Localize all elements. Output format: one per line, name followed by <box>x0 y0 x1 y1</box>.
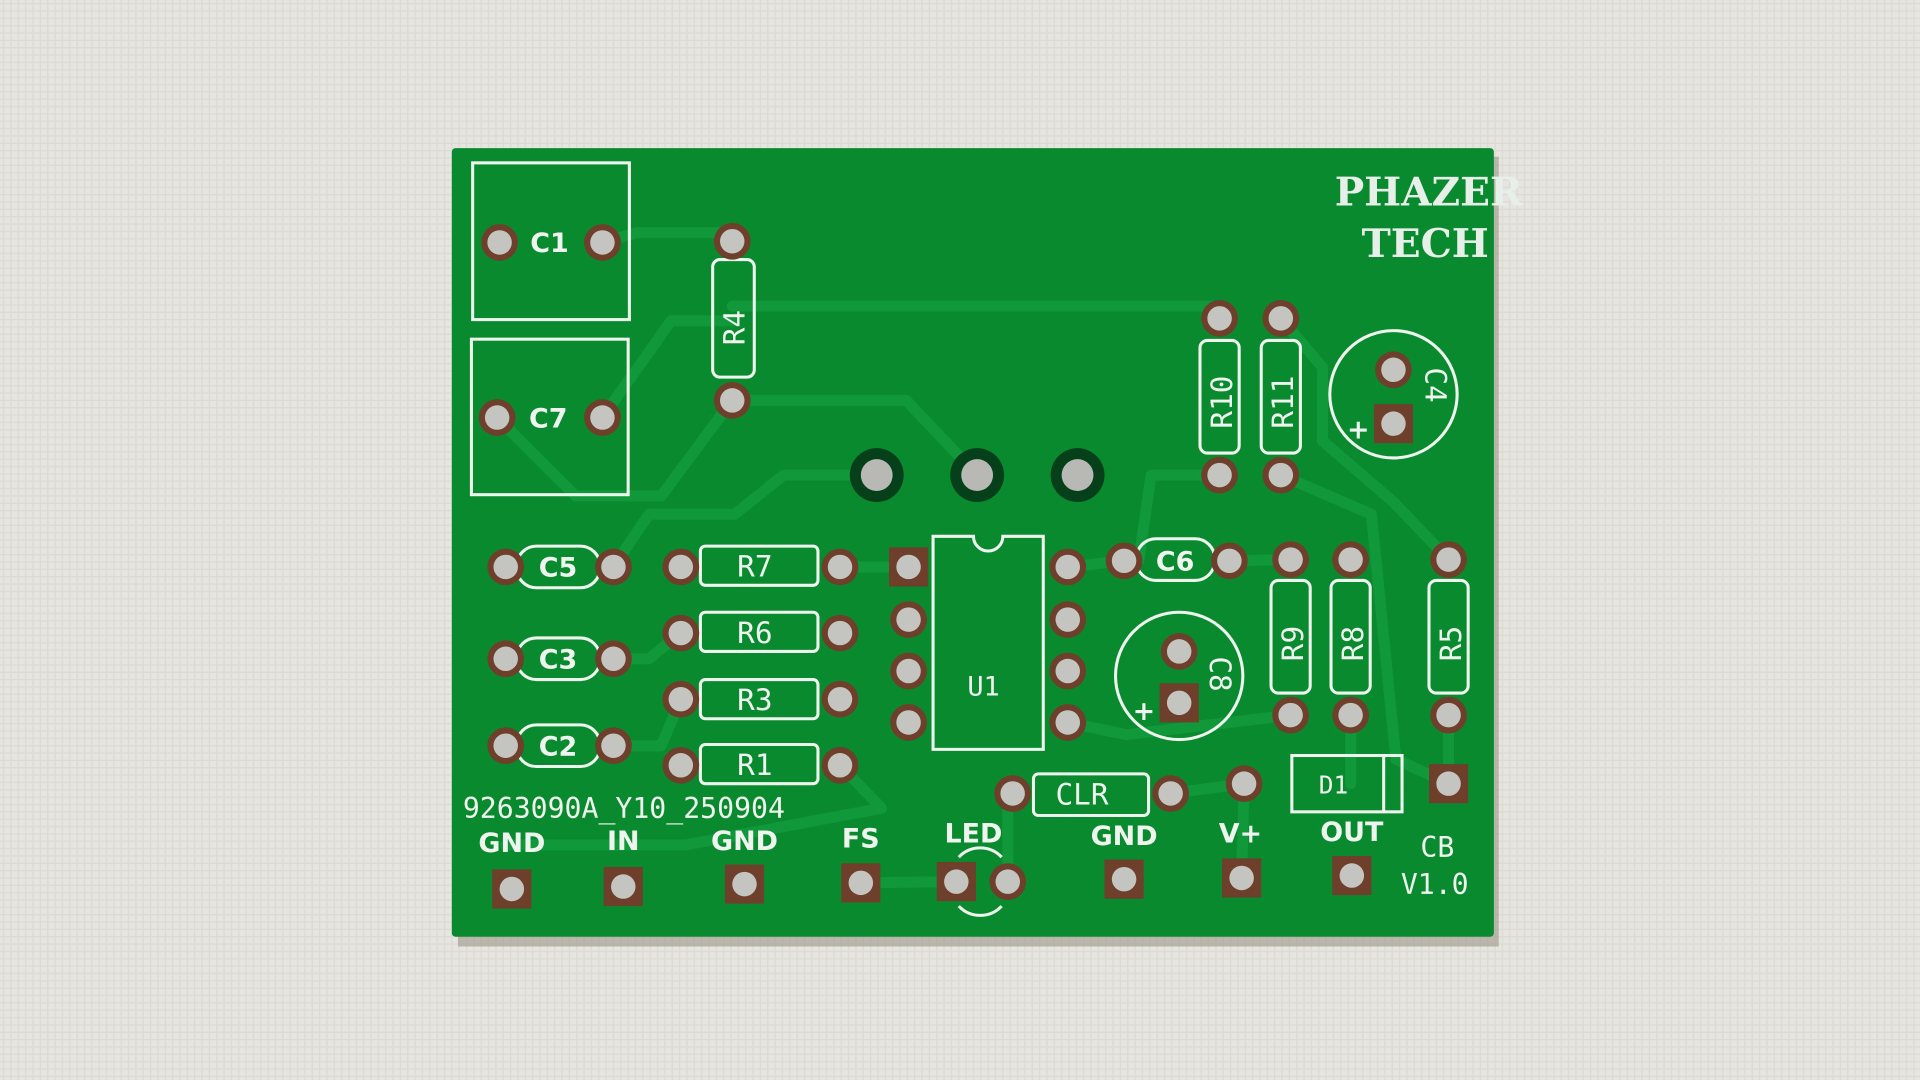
round-pad <box>1201 300 1238 337</box>
round-pad <box>1105 542 1143 580</box>
round-pad <box>1272 541 1309 578</box>
round-pad <box>487 727 525 765</box>
label-c1: C1 <box>530 228 568 259</box>
io-pad-label: OUT <box>1320 817 1384 848</box>
round-pad <box>713 222 751 260</box>
square-pad <box>1332 855 1372 896</box>
label-r3: R3 <box>737 683 772 717</box>
label-r11: R11 <box>1266 376 1300 429</box>
label-d1: D1 <box>1319 770 1348 799</box>
label-r4: R4 <box>717 310 751 345</box>
round-pad <box>890 704 927 741</box>
round-pad <box>1049 704 1087 741</box>
round-pad <box>713 382 751 419</box>
round-pad <box>1262 300 1300 337</box>
round-pad <box>1211 542 1248 580</box>
round-pad <box>1430 541 1467 578</box>
square-pad <box>1104 859 1144 899</box>
round-pad <box>595 640 632 678</box>
square-pad <box>936 862 976 902</box>
round-pad <box>890 652 927 690</box>
round-pad <box>1430 696 1467 734</box>
round-pad <box>1201 456 1238 494</box>
round-pad <box>662 614 700 652</box>
revision-line1: CB <box>1420 831 1454 864</box>
round-pad <box>989 863 1027 900</box>
round-pad <box>584 224 621 261</box>
solder-pads <box>478 222 1469 909</box>
square-pad <box>492 869 532 909</box>
label-r8: R8 <box>1336 626 1370 661</box>
round-pad <box>1152 775 1189 812</box>
label-r9: R9 <box>1276 626 1310 661</box>
round-pad <box>478 399 516 436</box>
component-labels: C1 C7 R4 R10 R11 C4 + C5 C3 C2 R7 R6 R3 … <box>463 170 1523 901</box>
io-pad-labels: GND IN GND FS LED GND V+ OUT <box>478 817 1384 859</box>
round-pad <box>595 727 632 765</box>
square-pad <box>1373 404 1414 444</box>
round-pad <box>662 680 700 718</box>
label-r5: R5 <box>1434 626 1468 661</box>
label-c8: C8 <box>1203 656 1237 691</box>
label-clr: CLR <box>1056 777 1109 811</box>
round-pad <box>1375 351 1412 389</box>
round-pad <box>487 640 525 678</box>
io-pad-label: GND <box>1091 821 1158 852</box>
round-pad <box>1160 633 1198 670</box>
round-pad <box>595 548 632 586</box>
label-u1: U1 <box>967 672 999 703</box>
label-c5: C5 <box>539 553 578 584</box>
round-pad <box>662 746 700 784</box>
round-pad <box>662 548 700 586</box>
io-pad-label: V+ <box>1219 818 1262 849</box>
label-c7: C7 <box>529 403 568 434</box>
round-pad <box>1049 548 1087 586</box>
polarity-c4: + <box>1347 414 1370 445</box>
polarity-c8: + <box>1133 696 1156 727</box>
label-c6: C6 <box>1156 547 1194 578</box>
pot-holes <box>849 448 1105 503</box>
square-pad <box>724 864 765 904</box>
serial-number: 9263090A_Y10_250904 <box>463 792 785 826</box>
square-pad <box>1222 858 1262 898</box>
round-pad <box>1332 696 1369 734</box>
round-pad <box>994 775 1032 812</box>
io-pad-label: IN <box>607 826 640 857</box>
logo-tech: TECH <box>1362 221 1489 267</box>
round-pad <box>584 399 621 436</box>
io-pad-label: LED <box>945 818 1003 849</box>
square-pad <box>841 863 881 903</box>
label-r7: R7 <box>737 550 772 584</box>
round-pad <box>890 601 927 638</box>
round-pad <box>1262 456 1300 494</box>
logo-phazer: PHAZER <box>1335 170 1523 216</box>
square-pad <box>603 866 643 907</box>
square-pad <box>1428 764 1469 804</box>
revision-line2: V1.0 <box>1401 868 1469 901</box>
label-r1: R1 <box>737 748 772 782</box>
label-r10: R10 <box>1205 376 1239 429</box>
round-pad <box>821 746 859 784</box>
square-pad <box>1159 683 1199 723</box>
io-pad-label: GND <box>478 828 545 859</box>
label-r6: R6 <box>737 616 772 650</box>
round-pad <box>1049 652 1087 690</box>
io-pad-label: GND <box>711 826 778 857</box>
round-pad <box>1272 696 1309 734</box>
round-pad <box>1049 601 1087 638</box>
square-pad <box>888 547 929 587</box>
round-pad <box>487 548 525 586</box>
label-c2: C2 <box>539 732 578 763</box>
round-pad <box>821 680 859 718</box>
label-c4: C4 <box>1418 367 1452 402</box>
round-pad <box>1225 765 1263 803</box>
round-pad <box>821 548 859 586</box>
io-pad-label: FS <box>842 823 880 854</box>
round-pad <box>821 614 859 652</box>
label-c3: C3 <box>539 645 578 676</box>
round-pad <box>1332 541 1369 578</box>
round-pad <box>481 224 518 261</box>
